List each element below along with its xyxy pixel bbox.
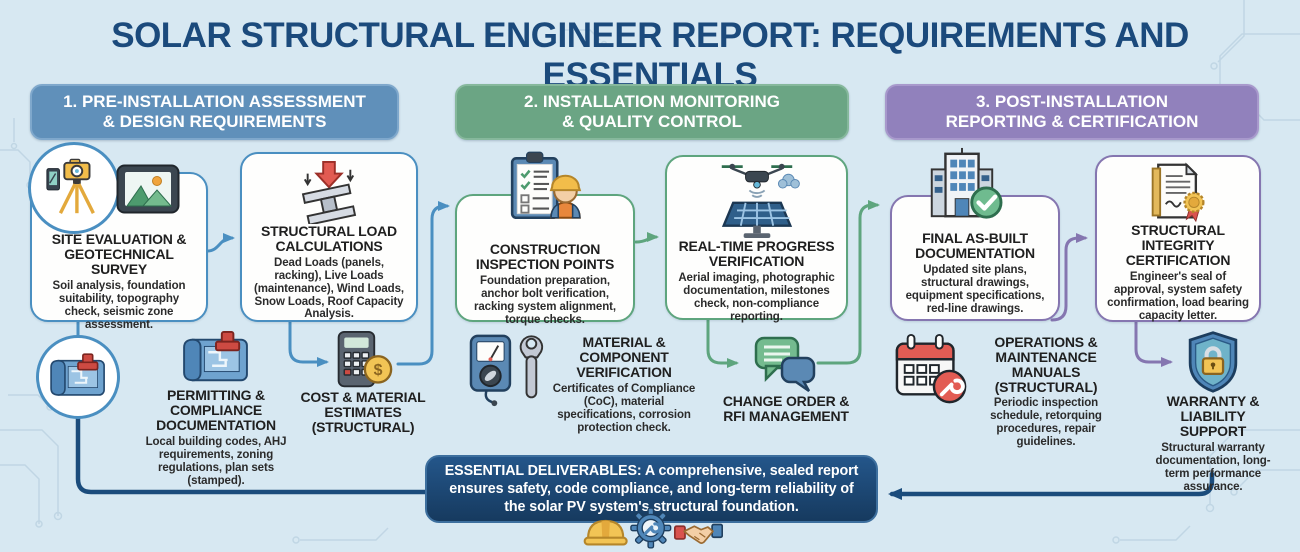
construction-inspection-desc: Foundation preparation, anchor bolt veri… (474, 274, 616, 326)
change-order-title: CHANGE ORDER & RFI MANAGEMENT (722, 393, 850, 424)
card-final-asbuilt: FINAL AS-BUILT DOCUMENTATION Updated sit… (890, 195, 1060, 321)
ibeam-load-icon (301, 160, 357, 224)
card-realtime-progress: REAL-TIME PROGRESS VERIFICATION Aerial i… (665, 155, 848, 323)
operations-maintenance-title: OPERATIONS & MAINTENANCE MANUALS (STRUCT… (994, 334, 1098, 395)
survey-circle-badge (28, 142, 120, 234)
section-header-1: 1. PRE-INSTALLATION ASSESSMENT & DESIGN … (30, 84, 399, 140)
construction-inspection-title: CONSTRUCTION INSPECTION POINTS (475, 241, 615, 272)
material-verification-block: MATERIAL & COMPONENT VERIFICATION Certif… (552, 335, 696, 434)
multimeter-wrench-icon (469, 334, 544, 407)
operations-maintenance-desc: Periodic inspection schedule, retorquing… (990, 396, 1102, 448)
cost-estimates-title: COST & MATERIAL ESTIMATES (STRUCTURAL) (300, 389, 426, 435)
building-check-icon (930, 147, 1003, 219)
section-1-line1: 1. PRE-INSTALLATION ASSESSMENT (63, 91, 366, 111)
permit-map-stamp-icon (183, 330, 248, 382)
section-1-line2: & DESIGN REQUIREMENTS (102, 112, 327, 131)
change-order-block: CHANGE ORDER & RFI MANAGEMENT (716, 334, 856, 424)
blueprint-stamp-icon (50, 353, 105, 396)
section-header-3: 3. POST-INSTALLATION REPORTING & CERTIFI… (885, 84, 1259, 140)
calendar-wrench-icon (895, 333, 967, 404)
section-header-2: 2. INSTALLATION MONITORING & QUALITY CON… (455, 84, 849, 140)
shield-lock-icon (1188, 331, 1238, 393)
calculator-cost-icon: $ (337, 330, 393, 388)
chat-bubbles-icon (754, 336, 816, 393)
material-verification-desc: Certificates of Compliance (CoC), materi… (552, 382, 696, 434)
structural-integrity-title: STRUCTURAL INTEGRITY CERTIFICATION (1125, 222, 1231, 268)
svg-text:$: $ (374, 362, 383, 379)
cost-estimates-block: $ COST & MATERIAL ESTIMATES (STRUCTURAL) (292, 330, 434, 435)
site-evaluation-title: SITE EVALUATION & GEOTECHNICAL SURVEY (51, 231, 187, 277)
final-asbuilt-title: FINAL AS-BUILT DOCUMENTATION (915, 230, 1035, 261)
tablet-photo-icon (116, 164, 180, 214)
structural-integrity-desc: Engineer's seal of approval, system safe… (1107, 270, 1249, 322)
section-2-line1: 2. INSTALLATION MONITORING (524, 91, 780, 111)
section-2-line2: & QUALITY CONTROL (561, 112, 743, 131)
card-structural-integrity: STRUCTURAL INTEGRITY CERTIFICATION Engin… (1095, 155, 1261, 322)
certificate-seal-icon (1151, 162, 1205, 223)
card-structural-load: STRUCTURAL LOAD CALCULATIONS Dead Loads … (240, 152, 418, 322)
warranty-desc: Structural warranty documentation, long-… (1155, 441, 1271, 493)
realtime-progress-title: REAL-TIME PROGRESS VERIFICATION (678, 238, 835, 269)
site-evaluation-desc: Soil analysis, foundation suitability, t… (52, 279, 186, 331)
warranty-block: WARRANTY & LIABILITY SUPPORT Structural … (1146, 330, 1280, 493)
gear-wrench-icon (630, 507, 672, 549)
deliverables-text: ESSENTIAL DELIVERABLES: A comprehensive,… (444, 462, 859, 516)
material-verification-title: MATERIAL & COMPONENT VERIFICATION (576, 334, 672, 380)
inspection-checklist-icon (510, 151, 582, 220)
permitting-title: PERMITTING & COMPLIANCE DOCUMENTATION (156, 387, 276, 433)
permitting-block: PERMITTING & COMPLIANCE DOCUMENTATION Lo… (135, 330, 297, 487)
hardhat-icon (583, 519, 628, 546)
permitting-desc: Local building codes, AHJ requirements, … (145, 435, 287, 487)
banner-icon-row (583, 506, 723, 550)
drone-solar-icon (721, 163, 800, 239)
final-asbuilt-desc: Updated site plans, structural drawings,… (905, 263, 1045, 315)
survey-tripod-icon (46, 158, 95, 214)
handshake-icon (673, 523, 723, 544)
permit-circle-badge (36, 335, 120, 419)
operations-maintenance-block: OPERATIONS & MAINTENANCE MANUALS (STRUCT… (962, 335, 1130, 448)
realtime-progress-desc: Aerial imaging, photographic documentati… (678, 271, 835, 323)
structural-load-title: STRUCTURAL LOAD CALCULATIONS (261, 223, 397, 254)
section-3-line1: 3. POST-INSTALLATION (975, 91, 1169, 111)
structural-load-desc: Dead Loads (panels, racking), Live Loads… (253, 256, 404, 321)
warranty-title: WARRANTY & LIABILITY SUPPORT (1166, 393, 1260, 439)
section-3-line2: REPORTING & CERTIFICATION (945, 112, 1199, 131)
